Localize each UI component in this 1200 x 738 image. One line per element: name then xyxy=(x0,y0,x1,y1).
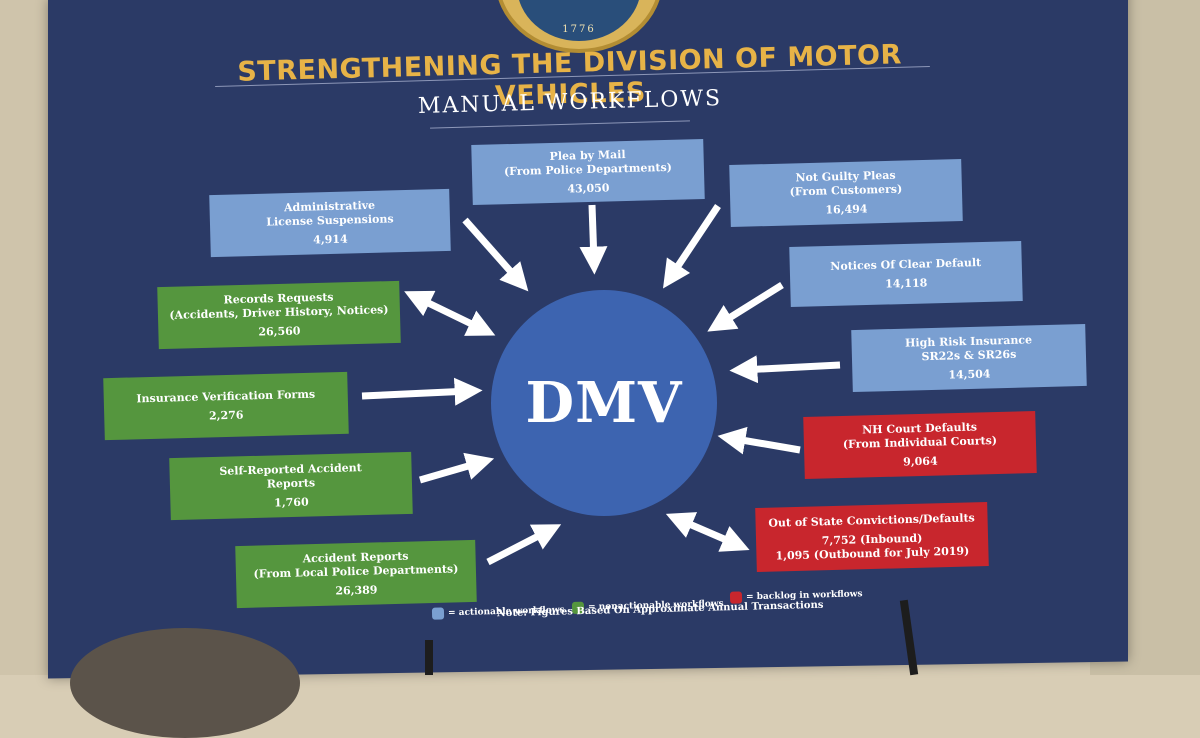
box-value: 2,276 xyxy=(208,408,244,422)
box-accident-reports: Accident Reports (From Local Police Depa… xyxy=(235,539,477,609)
box-value: 14,118 xyxy=(885,275,928,291)
arrow-out-of-state xyxy=(665,512,750,552)
box-label: Insurance Verification Forms xyxy=(136,387,316,405)
box-sublabel: (Accidents, Driver History, Notices) xyxy=(169,302,389,322)
box-plea-by-mail: Plea by Mail (From Police Departments) 4… xyxy=(471,138,705,206)
arrow-admin-license xyxy=(462,217,529,292)
seal-year: 1776 xyxy=(562,24,596,35)
box-nh-court: NH Court Defaults (From Individual Court… xyxy=(803,410,1037,480)
box-label: Out of State Convictions/Defaults xyxy=(768,510,975,530)
arrow-nh-court xyxy=(717,426,801,455)
box-sublabel: License Suspensions xyxy=(266,211,394,229)
box-sublabel: (From Local Police Departments) xyxy=(253,561,459,581)
box-value: 26,560 xyxy=(258,323,301,339)
box-value: 16,494 xyxy=(825,201,868,217)
box-out-of-state: Out of State Convictions/Defaults 7,752 … xyxy=(755,501,989,573)
box-clear-default: Notices Of Clear Default 14,118 xyxy=(789,240,1023,308)
box-label: Notices Of Clear Default xyxy=(830,255,982,273)
box-value: 26,389 xyxy=(335,582,378,598)
box-value: 1,760 xyxy=(274,495,309,509)
box-high-risk: High Risk Insurance SR22s & SR26s 14,504 xyxy=(851,323,1087,393)
box-not-guilty: Not Guilty Pleas (From Customers) 16,494 xyxy=(729,158,963,228)
box-self-reported: Self-Reported Accident Reports 1,760 xyxy=(169,451,413,521)
box-sublabel: Reports xyxy=(266,475,316,491)
box-records-requests: Records Requests (Accidents, Driver Hist… xyxy=(157,280,401,350)
hub-label: DMV xyxy=(525,370,683,436)
arrow-high-risk xyxy=(729,355,841,384)
box-sublabel: (From Individual Courts) xyxy=(842,433,998,451)
box-value: 14,504 xyxy=(948,366,991,382)
arrow-insurance-verification xyxy=(361,377,483,406)
seal-center: 1776 xyxy=(517,0,641,41)
easel-leg-left xyxy=(425,640,433,675)
box-sublabel: (From Police Departments) xyxy=(503,160,673,178)
box-sublabel: (From Customers) xyxy=(789,182,903,198)
arrow-records-requests xyxy=(404,290,496,336)
box-insurance-verification: Insurance Verification Forms 2,276 xyxy=(103,371,349,441)
arrow-self-reported xyxy=(419,452,495,484)
box-admin-license: Administrative License Suspensions 4,914 xyxy=(209,188,451,258)
box-value-outbound: 1,095 (Outbound for July 2019) xyxy=(775,543,970,563)
arrow-accident-reports xyxy=(486,524,562,566)
box-sublabel: SR22s & SR26s xyxy=(921,347,1017,363)
arrow-not-guilty xyxy=(663,204,721,289)
legend-swatch-actionable xyxy=(431,607,445,620)
arrows-layer xyxy=(361,204,841,566)
box-value: 4,914 xyxy=(313,232,348,246)
arrow-plea-by-mail xyxy=(579,204,608,275)
arrow-clear-default xyxy=(707,282,784,332)
audience-head xyxy=(70,628,300,738)
dmv-hub: DMV xyxy=(491,290,717,516)
box-value: 43,050 xyxy=(567,180,610,196)
box-value: 9,064 xyxy=(903,454,938,468)
